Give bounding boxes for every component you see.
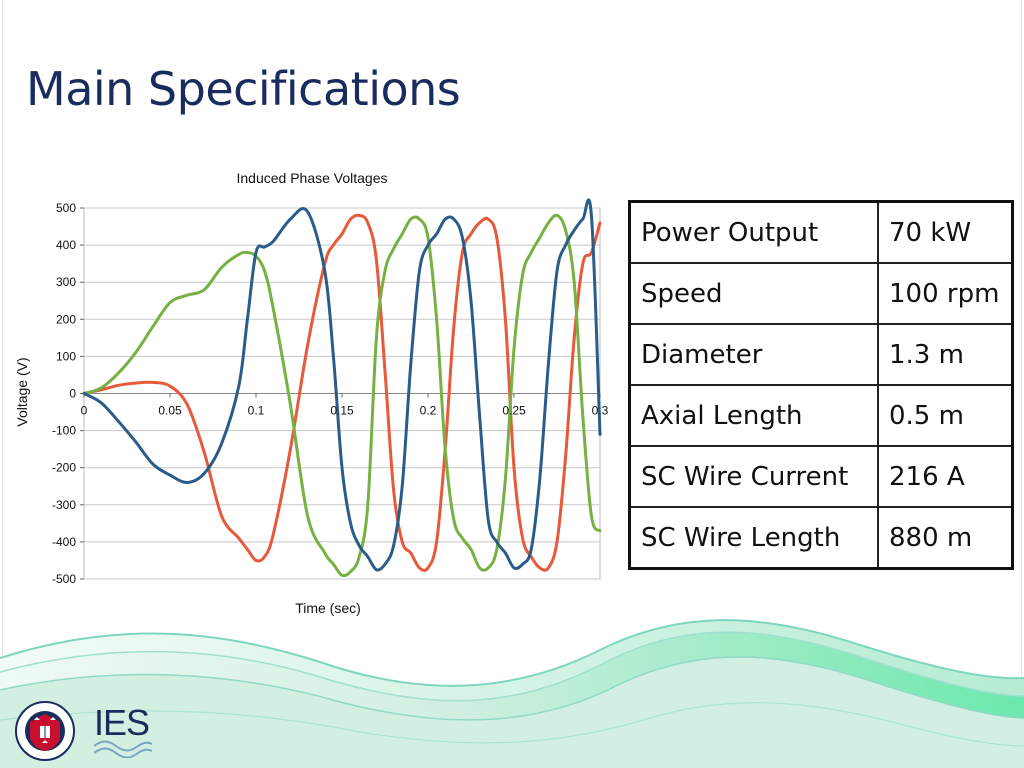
slide-title: Main Specifications: [26, 62, 461, 116]
y-tick-label: 400: [56, 238, 76, 252]
university-crest-logo: [15, 701, 75, 761]
spec-label: Diameter: [628, 323, 879, 386]
series-line-1: [82, 213, 602, 572]
chart-ticks: 500 400 300 200 100 0 -100 -200 -300 -400 -500 0 0.0…: [52, 201, 609, 586]
ies-logo-text: IES: [94, 702, 150, 743]
x-tick-label: 0.2: [420, 404, 437, 418]
series-line-2: [82, 213, 602, 578]
series-line-3: [82, 198, 602, 572]
x-tick-label: 0.1: [248, 404, 265, 418]
chart-y-axis-label: Voltage (V): [14, 357, 30, 426]
chart-title: Induced Phase Voltages: [236, 170, 387, 186]
chart-x-axis-label: Time (sec): [295, 600, 361, 616]
spec-value: 100 rpm: [877, 262, 1014, 325]
y-tick-label: -100: [52, 424, 76, 438]
y-tick-label: -300: [52, 498, 76, 512]
spec-value: 70 kW: [877, 200, 1014, 264]
voltage-chart: Induced Phase Voltages 5004003002001000-…: [14, 170, 609, 616]
x-tick-label: 0: [81, 404, 88, 418]
spec-label: SC Wire Current: [628, 445, 879, 508]
y-tick-label: 500: [56, 201, 76, 215]
spec-label: Speed: [628, 262, 879, 325]
y-tick-label: 300: [56, 275, 76, 289]
spec-label: Power Output: [628, 200, 879, 264]
y-tick-label: 100: [56, 349, 76, 363]
y-tick-label: -400: [52, 535, 76, 549]
ies-logo-wave: [94, 740, 152, 758]
y-tick-label: -500: [52, 572, 76, 586]
x-tick-label: 0.3: [592, 404, 609, 418]
spec-value: 880 m: [877, 506, 1014, 570]
spec-value: 216 A: [877, 445, 1014, 508]
spec-value: 1.3 m: [877, 323, 1014, 386]
chart-series: [82, 198, 602, 578]
spec-value: 0.5 m: [877, 384, 1014, 447]
spec-label: Axial Length: [628, 384, 879, 447]
spec-label: SC Wire Length: [628, 506, 879, 570]
x-tick-label: 0.25: [502, 404, 526, 418]
x-tick-label: 0.05: [158, 404, 182, 418]
y-tick-label: 0: [69, 387, 76, 401]
x-tick-label: 0.15: [330, 404, 354, 418]
y-tick-label: 200: [56, 312, 76, 326]
footer-waves-decoration: [0, 619, 1024, 768]
y-tick-label: -200: [52, 461, 76, 475]
